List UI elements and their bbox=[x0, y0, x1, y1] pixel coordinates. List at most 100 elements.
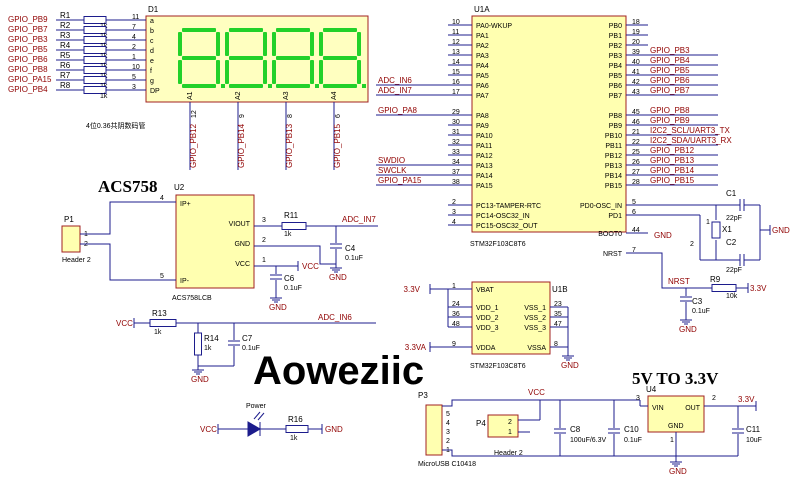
crystal bbox=[711, 221, 721, 239]
pin-number: 9 bbox=[452, 341, 456, 348]
net-label-gpio_pb6: GPIO_PB6 bbox=[8, 55, 48, 64]
pin-number: 43 bbox=[632, 89, 640, 96]
resistor-r5 bbox=[83, 56, 107, 64]
pin-number: 5 bbox=[446, 411, 450, 418]
usb-vcc: VCC bbox=[528, 388, 545, 397]
pin-number: 15 bbox=[452, 69, 460, 76]
pin-number: 20 bbox=[632, 39, 640, 46]
pin-number: 32 bbox=[452, 139, 460, 146]
pin-number: 5 bbox=[632, 199, 636, 206]
c10-value: 0.1uF bbox=[624, 437, 642, 444]
net-label-pb9: GPIO_PB9 bbox=[650, 116, 690, 125]
c3-value: 0.1uF bbox=[692, 308, 710, 315]
segment-f bbox=[272, 32, 276, 56]
net-label-digit: GPIO_PB14 bbox=[237, 123, 246, 168]
pin-name: PB3 bbox=[609, 53, 622, 60]
r9-vcc-label: 3.3V bbox=[750, 284, 767, 293]
segment-g bbox=[229, 56, 263, 60]
pin-name: PB15 bbox=[605, 183, 622, 190]
pin-number: 4 bbox=[452, 219, 456, 226]
r14-value: 1k bbox=[204, 345, 212, 352]
resistor-ref: R5 bbox=[60, 51, 71, 60]
net-label-gpio_pb7: GPIO_PB7 bbox=[8, 25, 48, 34]
pin-name: PA13 bbox=[476, 163, 493, 170]
net-label-pb6: GPIO_PB6 bbox=[650, 76, 690, 85]
pin-name: PB8 bbox=[609, 113, 622, 120]
resistor-r7 bbox=[83, 76, 107, 84]
pin-number: 37 bbox=[452, 169, 460, 176]
resistor-ref: R7 bbox=[60, 71, 71, 80]
pin-name: PA9 bbox=[476, 123, 489, 130]
net-label-adc_in7: ADC_IN7 bbox=[378, 86, 412, 95]
segment-g bbox=[323, 56, 357, 60]
pin-number: 6 bbox=[632, 209, 636, 216]
segment-e bbox=[272, 60, 276, 84]
p3-ref: P3 bbox=[418, 391, 428, 400]
pin-number: 35 bbox=[554, 311, 562, 318]
resistor-ref: R6 bbox=[60, 61, 71, 70]
mcu-u1b-ref: U1B bbox=[552, 285, 568, 294]
digit-label: A4 bbox=[331, 91, 338, 100]
header-p4 bbox=[487, 414, 519, 438]
pin-name: GND bbox=[668, 423, 684, 430]
display-ref: D1 bbox=[148, 5, 159, 14]
mcu-u1a-part: STM32F103C8T6 bbox=[470, 241, 526, 248]
regulator-out-net: 3.3V bbox=[738, 395, 755, 404]
pin-name: PD0-OSC_IN bbox=[580, 203, 622, 210]
pin-number: 1 bbox=[262, 257, 266, 264]
pin-number: 17 bbox=[452, 89, 460, 96]
resistor-ref: R4 bbox=[60, 41, 71, 50]
net-label-pb15: GPIO_PB15 bbox=[650, 176, 695, 185]
pin-number: 10 bbox=[132, 64, 140, 71]
pin-number: 38 bbox=[452, 179, 460, 186]
pin-number: 13 bbox=[452, 49, 460, 56]
crystal-ref: X1 bbox=[722, 225, 732, 234]
segment-f bbox=[319, 32, 323, 56]
pin-name: PB4 bbox=[609, 63, 622, 70]
pin-name: PB7 bbox=[609, 93, 622, 100]
p1-name: Header 2 bbox=[62, 257, 91, 264]
segment-dp bbox=[268, 84, 272, 88]
pin-number: 44 bbox=[632, 227, 640, 234]
wire bbox=[254, 245, 336, 265]
pin-name: PB6 bbox=[609, 83, 622, 90]
pin-name: PA3 bbox=[476, 53, 489, 60]
pin-name: PC15-OSC32_OUT bbox=[476, 223, 538, 230]
wire bbox=[80, 243, 176, 281]
pin-number: 1 bbox=[452, 283, 456, 290]
digit-pin: 6 bbox=[335, 114, 342, 118]
pin-number: 2 bbox=[446, 438, 450, 445]
pin-name: VSS_1 bbox=[524, 305, 546, 312]
segment-name: c bbox=[150, 38, 154, 45]
resistor-ref: R8 bbox=[60, 81, 71, 90]
pin-name: PA10 bbox=[476, 133, 493, 140]
net-label-swdio: SWDIO bbox=[378, 156, 405, 165]
pin-number: 34 bbox=[452, 159, 460, 166]
segment-c bbox=[357, 60, 361, 84]
pin-number: 5 bbox=[132, 74, 136, 81]
display-block: D1GPIO_PB9R11k11aGPIO_PB7R21k7bGPIO_PB3R… bbox=[8, 5, 369, 170]
resistor-ref: R3 bbox=[60, 31, 71, 40]
pin-name: PA2 bbox=[476, 43, 489, 50]
pin-number: 2 bbox=[262, 237, 266, 244]
wire bbox=[442, 449, 738, 457]
c2-ref: C2 bbox=[726, 238, 737, 247]
nrst-net-label: NRST bbox=[668, 277, 690, 286]
pin-number: 4 bbox=[446, 420, 450, 427]
pin-number: 46 bbox=[632, 119, 640, 126]
digit-label: A3 bbox=[283, 91, 290, 100]
pin-number: 3 bbox=[132, 84, 136, 91]
segment-e bbox=[178, 60, 182, 84]
pin-number: 7 bbox=[132, 24, 136, 31]
pin-name: PA11 bbox=[476, 143, 492, 150]
pin-name: PB1 bbox=[609, 33, 622, 40]
acs758-title: ACS758 bbox=[98, 177, 158, 196]
pin-name: VDD_3 bbox=[476, 325, 499, 332]
pin-number: 3 bbox=[452, 209, 456, 216]
pin-number: 2 bbox=[132, 44, 136, 51]
c11-ref: C11 bbox=[746, 425, 761, 434]
pin-number: 14 bbox=[452, 59, 460, 66]
net-label-pb7: GPIO_PB7 bbox=[650, 86, 690, 95]
